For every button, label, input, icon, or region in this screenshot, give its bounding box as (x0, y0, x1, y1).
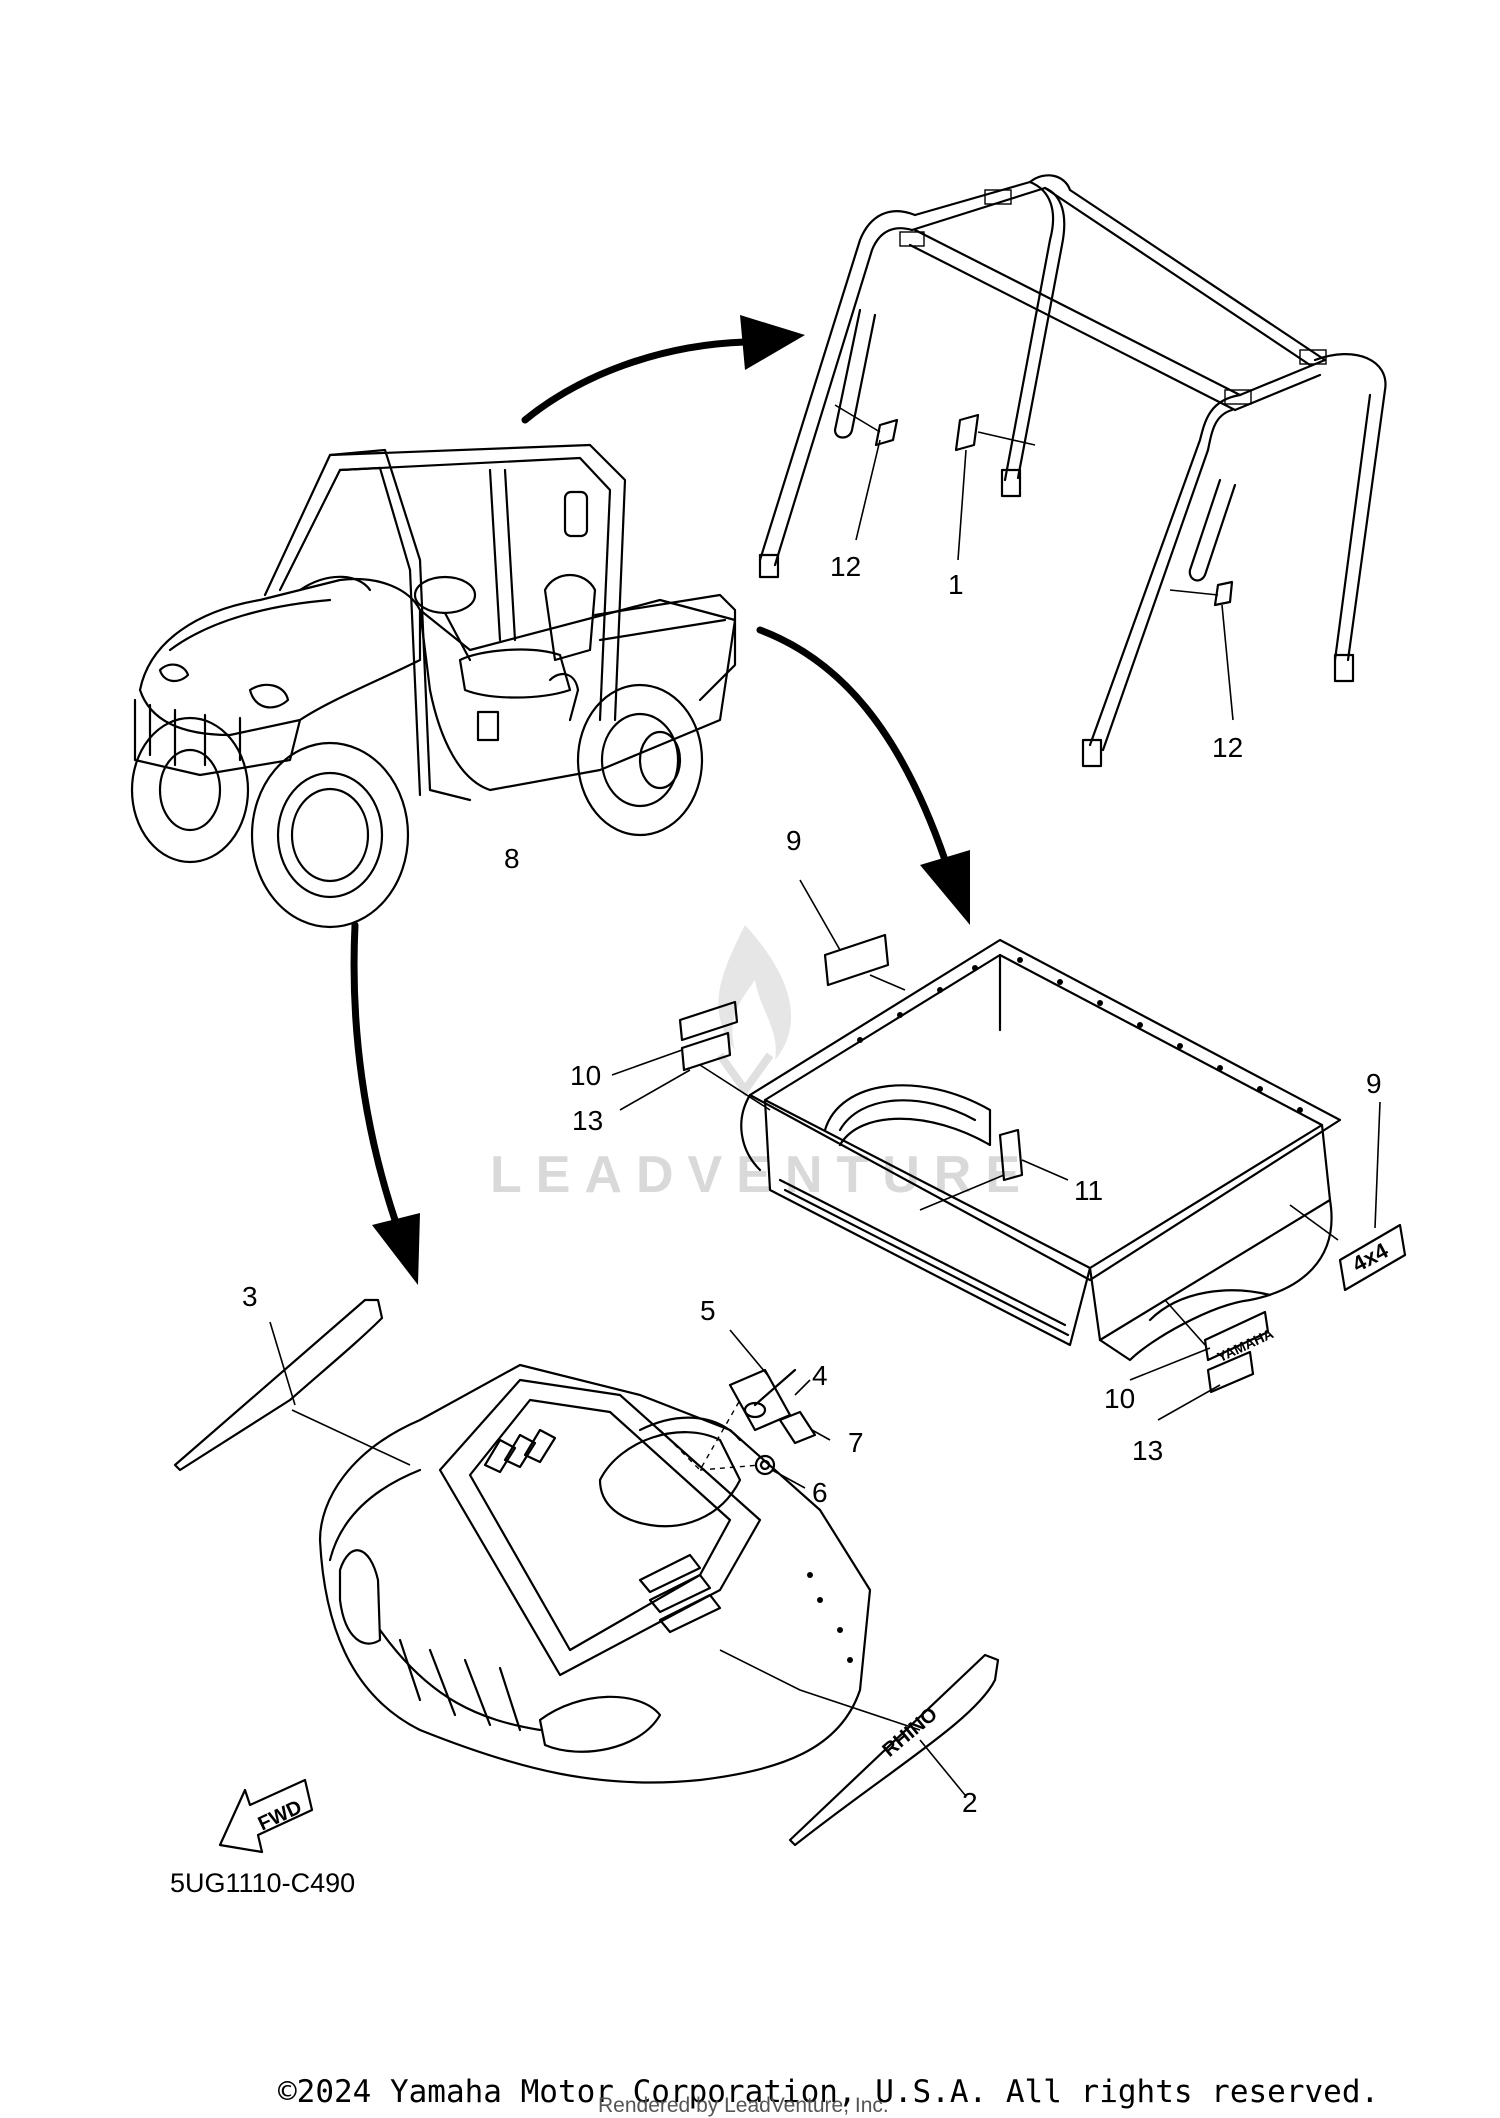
bed-rivets (857, 957, 1303, 1113)
cargo-bed (740, 938, 1342, 1362)
callout-3: 3 (242, 1281, 258, 1312)
hood-small-parts (659, 1329, 831, 1489)
yamaha-decal (1203, 1310, 1270, 1362)
callout-12-left: 12 (830, 551, 861, 582)
callout-7: 7 (848, 1427, 864, 1458)
four-by-four-decal (1338, 1223, 1407, 1292)
arrow-to-hood (372, 1213, 420, 1285)
flow-arrows (350, 315, 970, 1285)
rhino-decal-text: RHINO (878, 1703, 942, 1761)
callout-4: 4 (812, 1360, 828, 1391)
callout-9-right: 9 (1366, 1068, 1382, 1099)
callout-2: 2 (962, 1787, 978, 1818)
callout-13-right: 13 (1132, 1435, 1163, 1466)
callout-11: 11 (1074, 1175, 1103, 1206)
callout-10-left: 10 (570, 1060, 601, 1091)
arrow-to-rops (740, 315, 805, 370)
rhino-decal (788, 1653, 1000, 1847)
callout-12-right: 12 (1212, 732, 1243, 763)
diagram-code: 5UG1110-C490 (170, 1868, 355, 1898)
callout-1: 1 (948, 569, 964, 600)
callout-labels: 1 2 3 4 5 6 7 8 9 9 10 10 11 12 12 13 13 (242, 551, 1382, 1818)
rops-detail (758, 174, 1387, 768)
callout-6: 6 (812, 1477, 828, 1508)
copyright-notice: ©2024 Yamaha Motor Corporation, U.S.A. A… (278, 2074, 1380, 2110)
callout-10-right: 10 (1104, 1383, 1135, 1414)
arrow-to-bed (920, 850, 970, 925)
callout-8: 8 (504, 843, 520, 874)
fwd-arrow: FWD (218, 1778, 314, 1854)
callout-13-left: 13 (572, 1105, 603, 1136)
front-hood (318, 1363, 921, 1784)
utv-overview (130, 443, 737, 929)
fwd-label: FWD (255, 1796, 306, 1835)
four-by-four-decal-text: 4x4 (1348, 1237, 1393, 1277)
rendered-by-notice: Rendered by LeadVenture, Inc. (598, 2094, 889, 2117)
watermark-text: LEADVENTURE (490, 1146, 1034, 1204)
callout-5: 5 (700, 1295, 716, 1326)
callout-9-upper: 9 (786, 825, 802, 856)
